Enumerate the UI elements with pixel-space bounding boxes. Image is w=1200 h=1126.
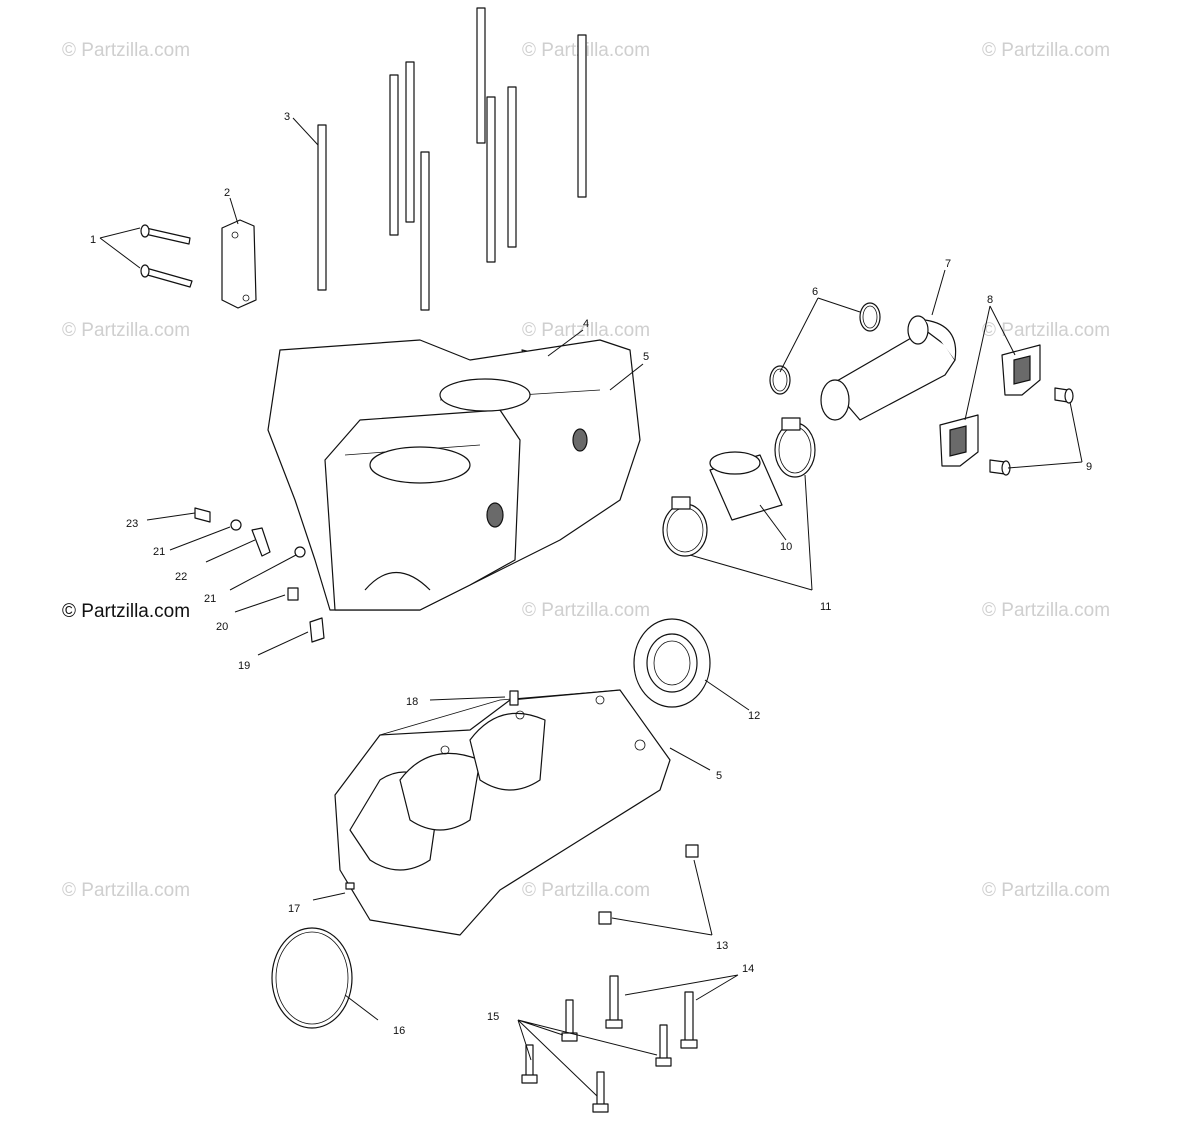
callout-21-upper: 21 [153, 546, 165, 558]
watermark: © Partzilla.com [982, 600, 1110, 621]
part-5-upper-crankcase [267, 339, 641, 611]
part-1-bolts [140, 224, 193, 288]
watermark: © Partzilla.com [522, 320, 650, 341]
watermark: © Partzilla.com [982, 320, 1110, 341]
callout-15: 15 [487, 1011, 499, 1023]
watermarks: © Partzilla.com © Partzilla.com © Partzi… [62, 40, 1110, 901]
callout-8: 8 [987, 294, 993, 306]
part-2-cover-plate [221, 219, 257, 309]
part-12-seal [633, 618, 711, 708]
part-3-studs [317, 7, 587, 311]
leader-lines [99, 117, 1083, 1097]
callout-14: 14 [742, 963, 754, 975]
callout-18: 18 [406, 696, 418, 708]
watermark: © Partzilla.com [522, 600, 650, 621]
callout-5-upper: 5 [643, 351, 649, 363]
callout-12: 12 [748, 710, 760, 722]
callout-5-lower: 5 [716, 770, 722, 782]
part-5-lower-crankcase [334, 689, 671, 936]
callout-20: 20 [216, 621, 228, 633]
watermark: © Partzilla.com [982, 40, 1110, 61]
part-13-plugs [598, 844, 699, 925]
watermark: © Partzilla.com [522, 880, 650, 901]
callout-21-lower: 21 [204, 593, 216, 605]
part-7-elbow-hose [820, 315, 957, 421]
callout-19: 19 [238, 660, 250, 672]
callout-3: 3 [284, 111, 290, 123]
part-16-ring [271, 927, 353, 1029]
copyright-notice: © Partzilla.com [62, 601, 190, 622]
callout-16: 16 [393, 1025, 405, 1037]
part-11-clamps [662, 417, 816, 557]
callout-2: 2 [224, 187, 230, 199]
part-6-o-rings [769, 302, 881, 395]
part-14-bolts [605, 975, 698, 1067]
callout-22: 22 [175, 571, 187, 583]
part-10-sleeve [709, 451, 783, 521]
watermark: © Partzilla.com [62, 320, 190, 341]
watermark: © Partzilla.com [62, 880, 190, 901]
callout-7: 7 [945, 258, 951, 270]
watermark: © Partzilla.com [982, 880, 1110, 901]
part-8-brackets [939, 344, 1041, 467]
small-parts [194, 507, 519, 890]
callout-4: 4 [583, 318, 589, 330]
callout-10: 10 [780, 541, 792, 553]
part-9-screws [989, 387, 1074, 476]
part-15-bolts [521, 999, 609, 1113]
callout-6: 6 [812, 286, 818, 298]
callout-9: 9 [1086, 461, 1092, 473]
callout-11: 11 [820, 601, 831, 613]
callout-1: 1 [90, 234, 96, 246]
callout-13: 13 [716, 940, 728, 952]
callout-17: 17 [288, 903, 300, 915]
watermark: © Partzilla.com [62, 40, 190, 61]
callout-23: 23 [126, 518, 138, 530]
callout-labels: 1 2 3 4 5 6 7 8 9 10 11 12 5 13 14 15 16… [90, 111, 1092, 1037]
